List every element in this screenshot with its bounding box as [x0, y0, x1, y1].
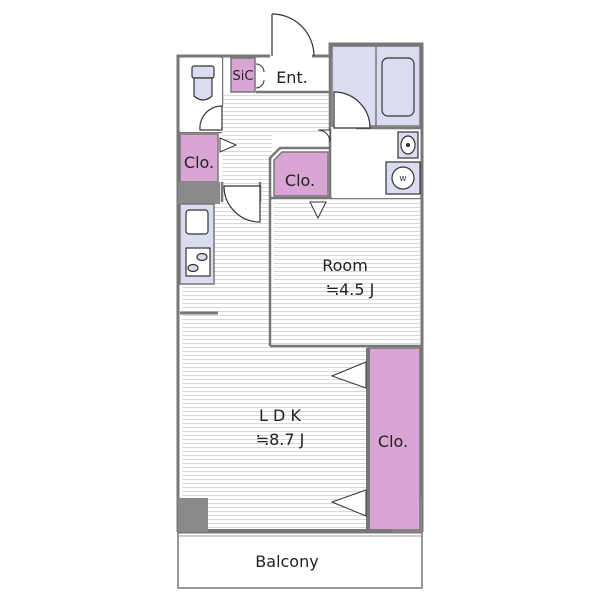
shoe-closet-door-icon	[255, 63, 265, 89]
room-floor	[274, 202, 420, 344]
ldk-size-label: ≒8.7 J	[256, 430, 305, 449]
stove-icon	[185, 247, 211, 277]
closet-left-label: Clo.	[184, 153, 214, 172]
shoe-closet	[230, 57, 256, 93]
hall-floor	[222, 92, 330, 132]
closet-right-wall	[366, 348, 370, 530]
balcony-area	[177, 531, 423, 589]
closet-right-door-icons	[330, 361, 367, 517]
entrance-label: Ent.	[276, 68, 308, 87]
kitchen-sink-icon	[185, 209, 209, 235]
closet-left	[179, 133, 219, 183]
shoe-closet-label: SiC	[233, 69, 254, 84]
ldk-name-label: L D K	[259, 406, 301, 425]
washer-label: W	[400, 175, 407, 183]
floor-hatching	[182, 92, 420, 530]
washer-icon	[385, 161, 421, 195]
toilet-door-icon	[199, 105, 223, 131]
room-size-label: ≒4.5 J	[326, 280, 375, 299]
toilet-icon	[191, 65, 215, 101]
sink-icon	[397, 131, 419, 159]
closet-left-door-icon	[219, 137, 238, 153]
closet-center	[273, 151, 329, 197]
room-name-label: Room	[322, 256, 368, 275]
bathtub-icon	[381, 57, 415, 117]
closet-right-label: Clo.	[378, 432, 408, 451]
balcony-label: Balcony	[255, 552, 318, 571]
closet-center-label: Clo.	[285, 171, 315, 190]
room-door-marker-icon	[309, 201, 327, 220]
pillar-left-upper	[178, 182, 220, 204]
pillar-bottom-left	[178, 498, 208, 532]
washroom-door-icon	[317, 129, 331, 143]
entrance-door-icon	[271, 13, 315, 57]
kitchen-door-icon	[223, 185, 261, 223]
bathroom-door-icon	[333, 91, 371, 129]
closet-right	[367, 347, 421, 531]
